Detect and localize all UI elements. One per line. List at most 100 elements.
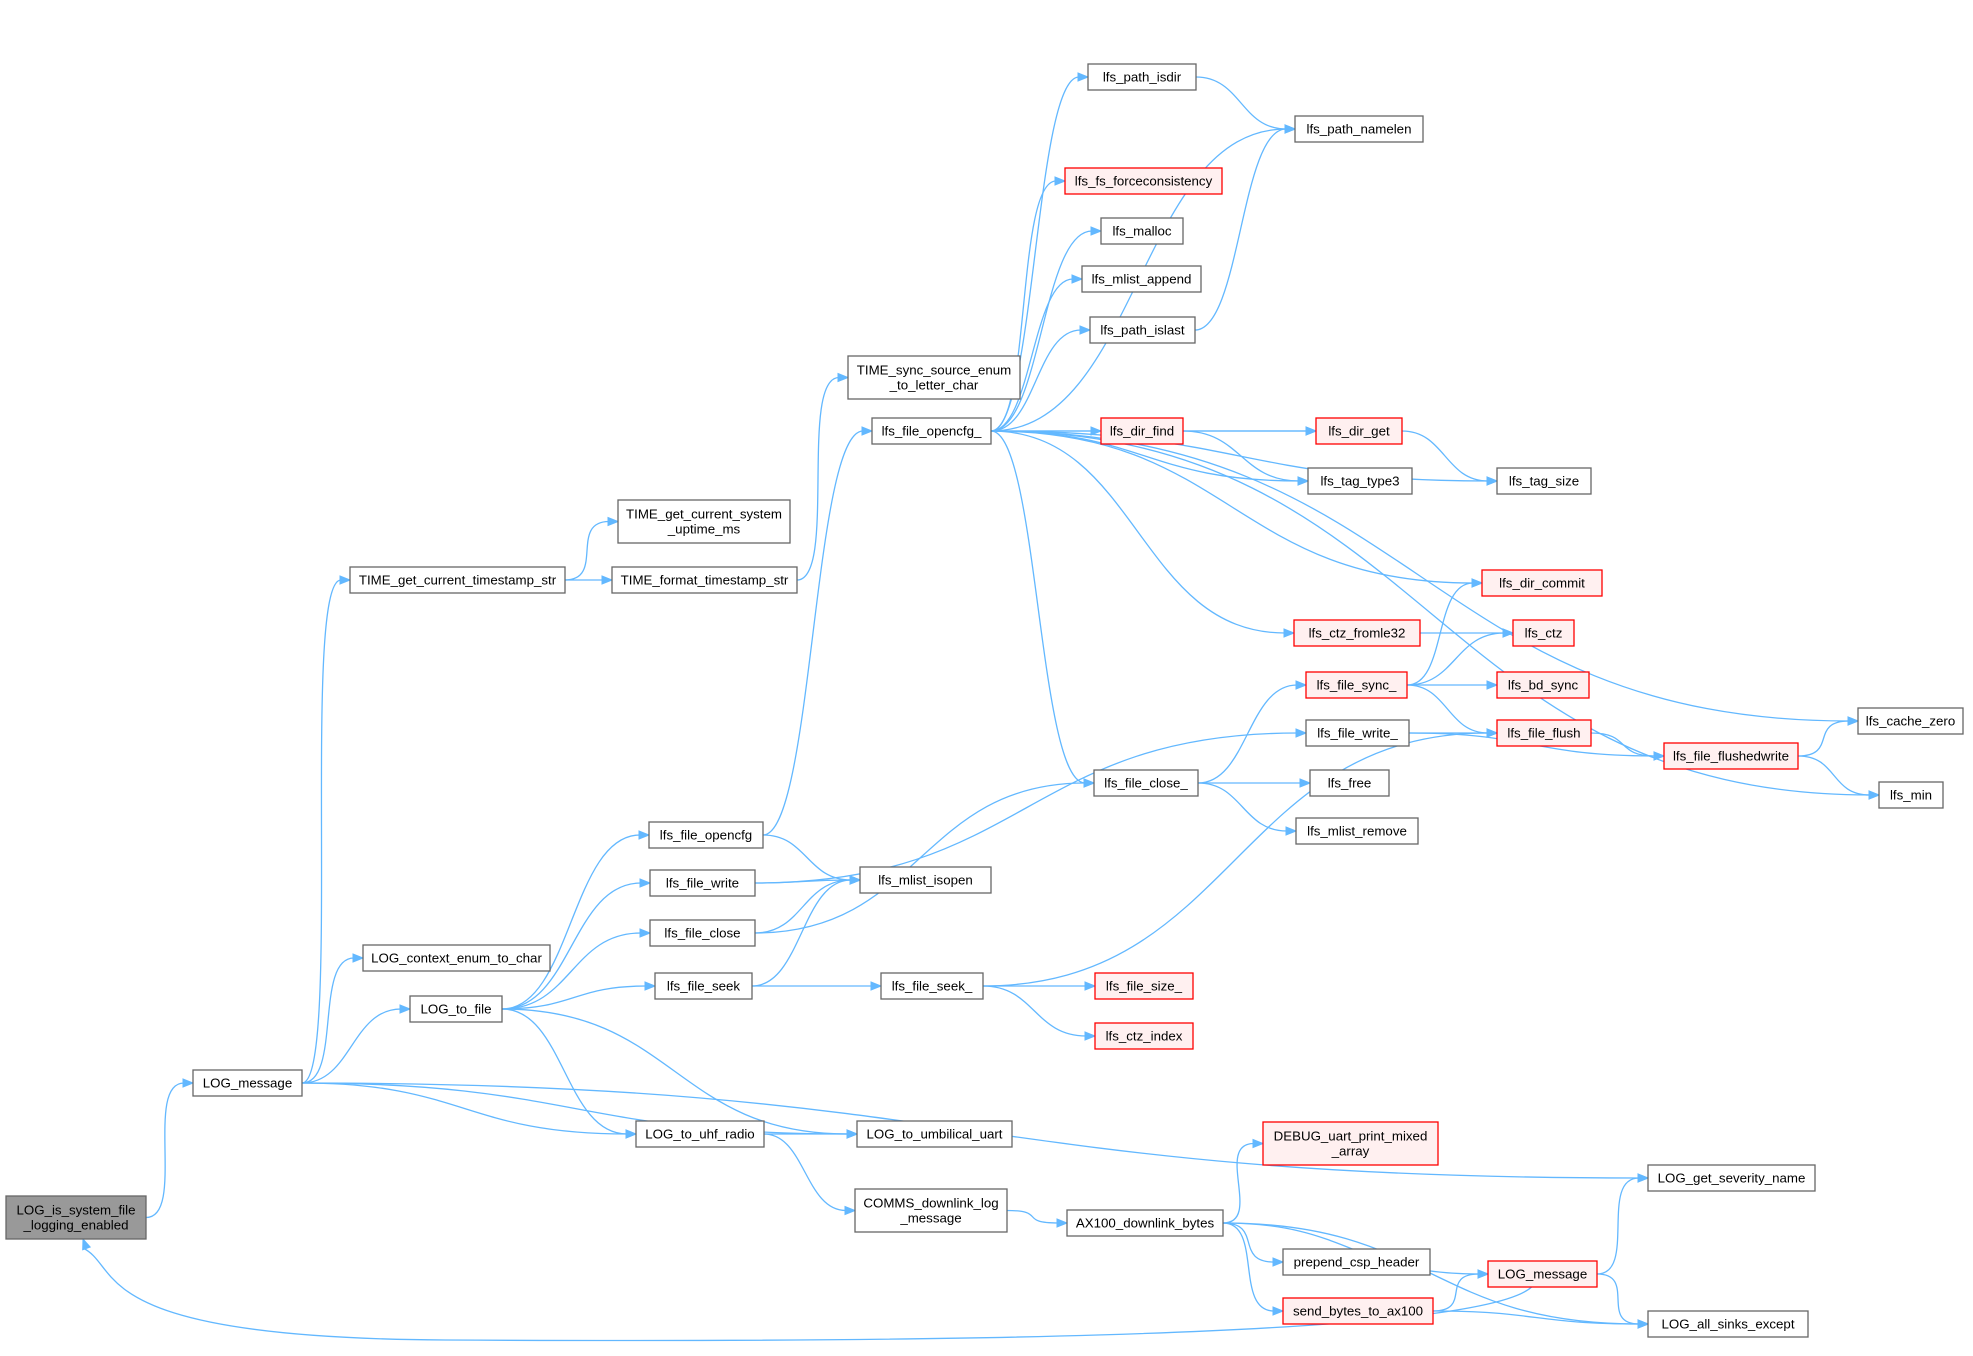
node-label: lfs_tag_size	[1509, 474, 1579, 489]
node-lfs-file-write[interactable]: lfs_file_write	[649, 869, 756, 897]
node-log-to-uhf[interactable]: LOG_to_uhf_radio	[635, 1120, 765, 1148]
node-log-message[interactable]: LOG_message	[192, 1069, 303, 1097]
node-lfs-mlist-append[interactable]: lfs_mlist_append	[1081, 265, 1202, 293]
node-root[interactable]: LOG_is_system_file_logging_enabled	[5, 1195, 147, 1240]
call-edge	[1006, 1209, 1069, 1228]
node-label: LOG_to_file	[421, 1002, 492, 1017]
call-edge	[1194, 124, 1297, 331]
node-lfs-dir-get[interactable]: lfs_dir_get	[1315, 417, 1403, 445]
node-lfs-file-seek[interactable]: lfs_file_seek	[654, 972, 753, 1000]
call-edge	[1182, 430, 1310, 486]
node-time-format[interactable]: TIME_format_timestamp_str	[611, 566, 798, 594]
node-label: lfs_ctz	[1525, 626, 1563, 641]
node-lfs-mlist-remove[interactable]: lfs_mlist_remove	[1295, 817, 1419, 845]
node-prepend-csp[interactable]: prepend_csp_header	[1282, 1248, 1431, 1276]
node-lfs-fs-force[interactable]: lfs_fs_forceconsistency	[1064, 167, 1223, 195]
node-lfs-file-flushedwrite[interactable]: lfs_file_flushedwrite	[1663, 742, 1799, 770]
node-lfs-file-seek-[interactable]: lfs_file_seek_	[880, 972, 984, 1000]
node-label: lfs_mlist_isopen	[878, 873, 973, 888]
call-edge	[990, 274, 1084, 432]
node-lfs-min[interactable]: lfs_min	[1878, 781, 1944, 809]
call-edge	[501, 1008, 638, 1139]
node-lfs-file-close-[interactable]: lfs_file_close_	[1093, 769, 1199, 797]
node-lfs-file-close[interactable]: lfs_file_close	[649, 919, 756, 947]
node-lfs-file-flush[interactable]: lfs_file_flush	[1496, 719, 1592, 747]
node-label: lfs_file_flush	[1507, 726, 1580, 741]
node-time-sync[interactable]: TIME_sync_source_enum_to_letter_char	[847, 355, 1021, 400]
call-edge	[1183, 426, 1318, 436]
node-comms-downlink[interactable]: COMMS_downlink_log_message	[854, 1188, 1008, 1233]
call-edge	[990, 430, 1860, 726]
call-edge	[982, 985, 1097, 1041]
node-send-bytes[interactable]: send_bytes_to_ax100	[1282, 1297, 1434, 1325]
node-lfs-path-namelen[interactable]: lfs_path_namelen	[1294, 115, 1424, 143]
node-lfs-mlist-isopen[interactable]: lfs_mlist_isopen	[859, 866, 992, 894]
node-label: lfs_path_isdir	[1103, 70, 1182, 85]
node-lfs-path-isdir[interactable]: lfs_path_isdir	[1087, 63, 1197, 91]
call-edge	[990, 226, 1103, 432]
node-lfs-tag-type3[interactable]: lfs_tag_type3	[1307, 467, 1413, 495]
call-edge	[1195, 76, 1297, 134]
node-label: LOG_message	[1498, 1267, 1587, 1282]
call-edge	[565, 575, 614, 585]
node-log-message-r[interactable]: LOG_message	[1487, 1260, 1598, 1288]
node-label: _array	[1331, 1144, 1370, 1159]
node-label: lfs_file_close_	[1104, 776, 1188, 791]
node-label: lfs_tag_type3	[1320, 474, 1399, 489]
node-label: _to_letter_char	[889, 378, 979, 393]
node-lfs-file-sync-[interactable]: lfs_file_sync_	[1305, 671, 1408, 699]
node-log-all-sinks[interactable]: LOG_all_sinks_except	[1647, 1310, 1809, 1338]
node-lfs-malloc[interactable]: lfs_malloc	[1100, 217, 1184, 245]
node-label: TIME_get_current_timestamp_str	[359, 573, 557, 588]
node-ax100-downlink[interactable]: AX100_downlink_bytes	[1066, 1209, 1224, 1237]
node-lfs-file-opencfg-[interactable]: lfs_file_opencfg_	[871, 417, 992, 445]
node-time-get-ts[interactable]: TIME_get_current_timestamp_str	[349, 566, 566, 594]
node-log-get-sev[interactable]: LOG_get_severity_name	[1647, 1164, 1816, 1192]
node-log-ctx[interactable]: LOG_context_enum_to_char	[362, 944, 551, 972]
node-label: lfs_file_size_	[1106, 979, 1183, 994]
node-lfs-ctz-index[interactable]: lfs_ctz_index	[1094, 1022, 1194, 1050]
call-edge	[1432, 1310, 1650, 1329]
node-label: LOG_to_uhf_radio	[645, 1127, 754, 1142]
node-lfs-ctz[interactable]: lfs_ctz	[1512, 619, 1575, 647]
node-label: DEBUG_uart_print_mixed	[1274, 1129, 1428, 1144]
call-edge	[1797, 716, 1860, 757]
node-debug-uart[interactable]: DEBUG_uart_print_mixed_array	[1262, 1121, 1439, 1166]
call-edge	[1222, 1222, 1285, 1316]
call-edge	[301, 1004, 412, 1084]
node-label: lfs_dir_find	[1110, 424, 1174, 439]
call-edge	[145, 1078, 195, 1219]
node-label: send_bytes_to_ax100	[1293, 1304, 1423, 1319]
call-edge	[990, 430, 1296, 638]
node-label: AX100_downlink_bytes	[1076, 1216, 1215, 1231]
node-lfs-free[interactable]: lfs_free	[1309, 769, 1390, 797]
node-label: _logging_enabled	[23, 1218, 129, 1233]
call-edge	[990, 176, 1067, 432]
node-label: lfs_file_write	[666, 876, 739, 891]
call-edge	[982, 981, 1097, 991]
node-time-uptime[interactable]: TIME_get_current_system_uptime_ms	[617, 499, 791, 544]
node-layer: LOG_is_system_file_logging_enabledLOG_me…	[5, 63, 1964, 1338]
call-edge	[501, 830, 651, 1010]
node-lfs-file-write-[interactable]: lfs_file_write_	[1305, 719, 1410, 747]
node-lfs-dir-commit[interactable]: lfs_dir_commit	[1481, 569, 1603, 597]
node-label: lfs_fs_forceconsistency	[1075, 174, 1213, 189]
call-edge	[1406, 628, 1515, 686]
node-lfs-ctz-fromle32[interactable]: lfs_ctz_fromle32	[1293, 619, 1421, 647]
node-label: lfs_file_seek	[667, 979, 741, 994]
node-lfs-tag-size[interactable]: lfs_tag_size	[1496, 467, 1592, 495]
node-label: lfs_ctz_fromle32	[1309, 626, 1406, 641]
node-lfs-cache-zero[interactable]: lfs_cache_zero	[1857, 707, 1964, 735]
node-lfs-file-size-[interactable]: lfs_file_size_	[1094, 972, 1194, 1000]
node-log-to-file[interactable]: LOG_to_file	[409, 995, 503, 1023]
node-label: prepend_csp_header	[1294, 1255, 1420, 1270]
node-label: _uptime_ms	[667, 522, 741, 537]
node-lfs-bd-sync[interactable]: lfs_bd_sync	[1496, 671, 1590, 699]
node-log-to-umb[interactable]: LOG_to_umbilical_uart	[856, 1120, 1013, 1148]
call-edge	[1197, 778, 1312, 788]
node-lfs-dir-find[interactable]: lfs_dir_find	[1100, 417, 1184, 445]
node-lfs-path-islast[interactable]: lfs_path_islast	[1089, 316, 1196, 344]
node-label: lfs_path_islast	[1100, 323, 1185, 338]
node-lfs-file-opencfg[interactable]: lfs_file_opencfg	[648, 821, 764, 849]
